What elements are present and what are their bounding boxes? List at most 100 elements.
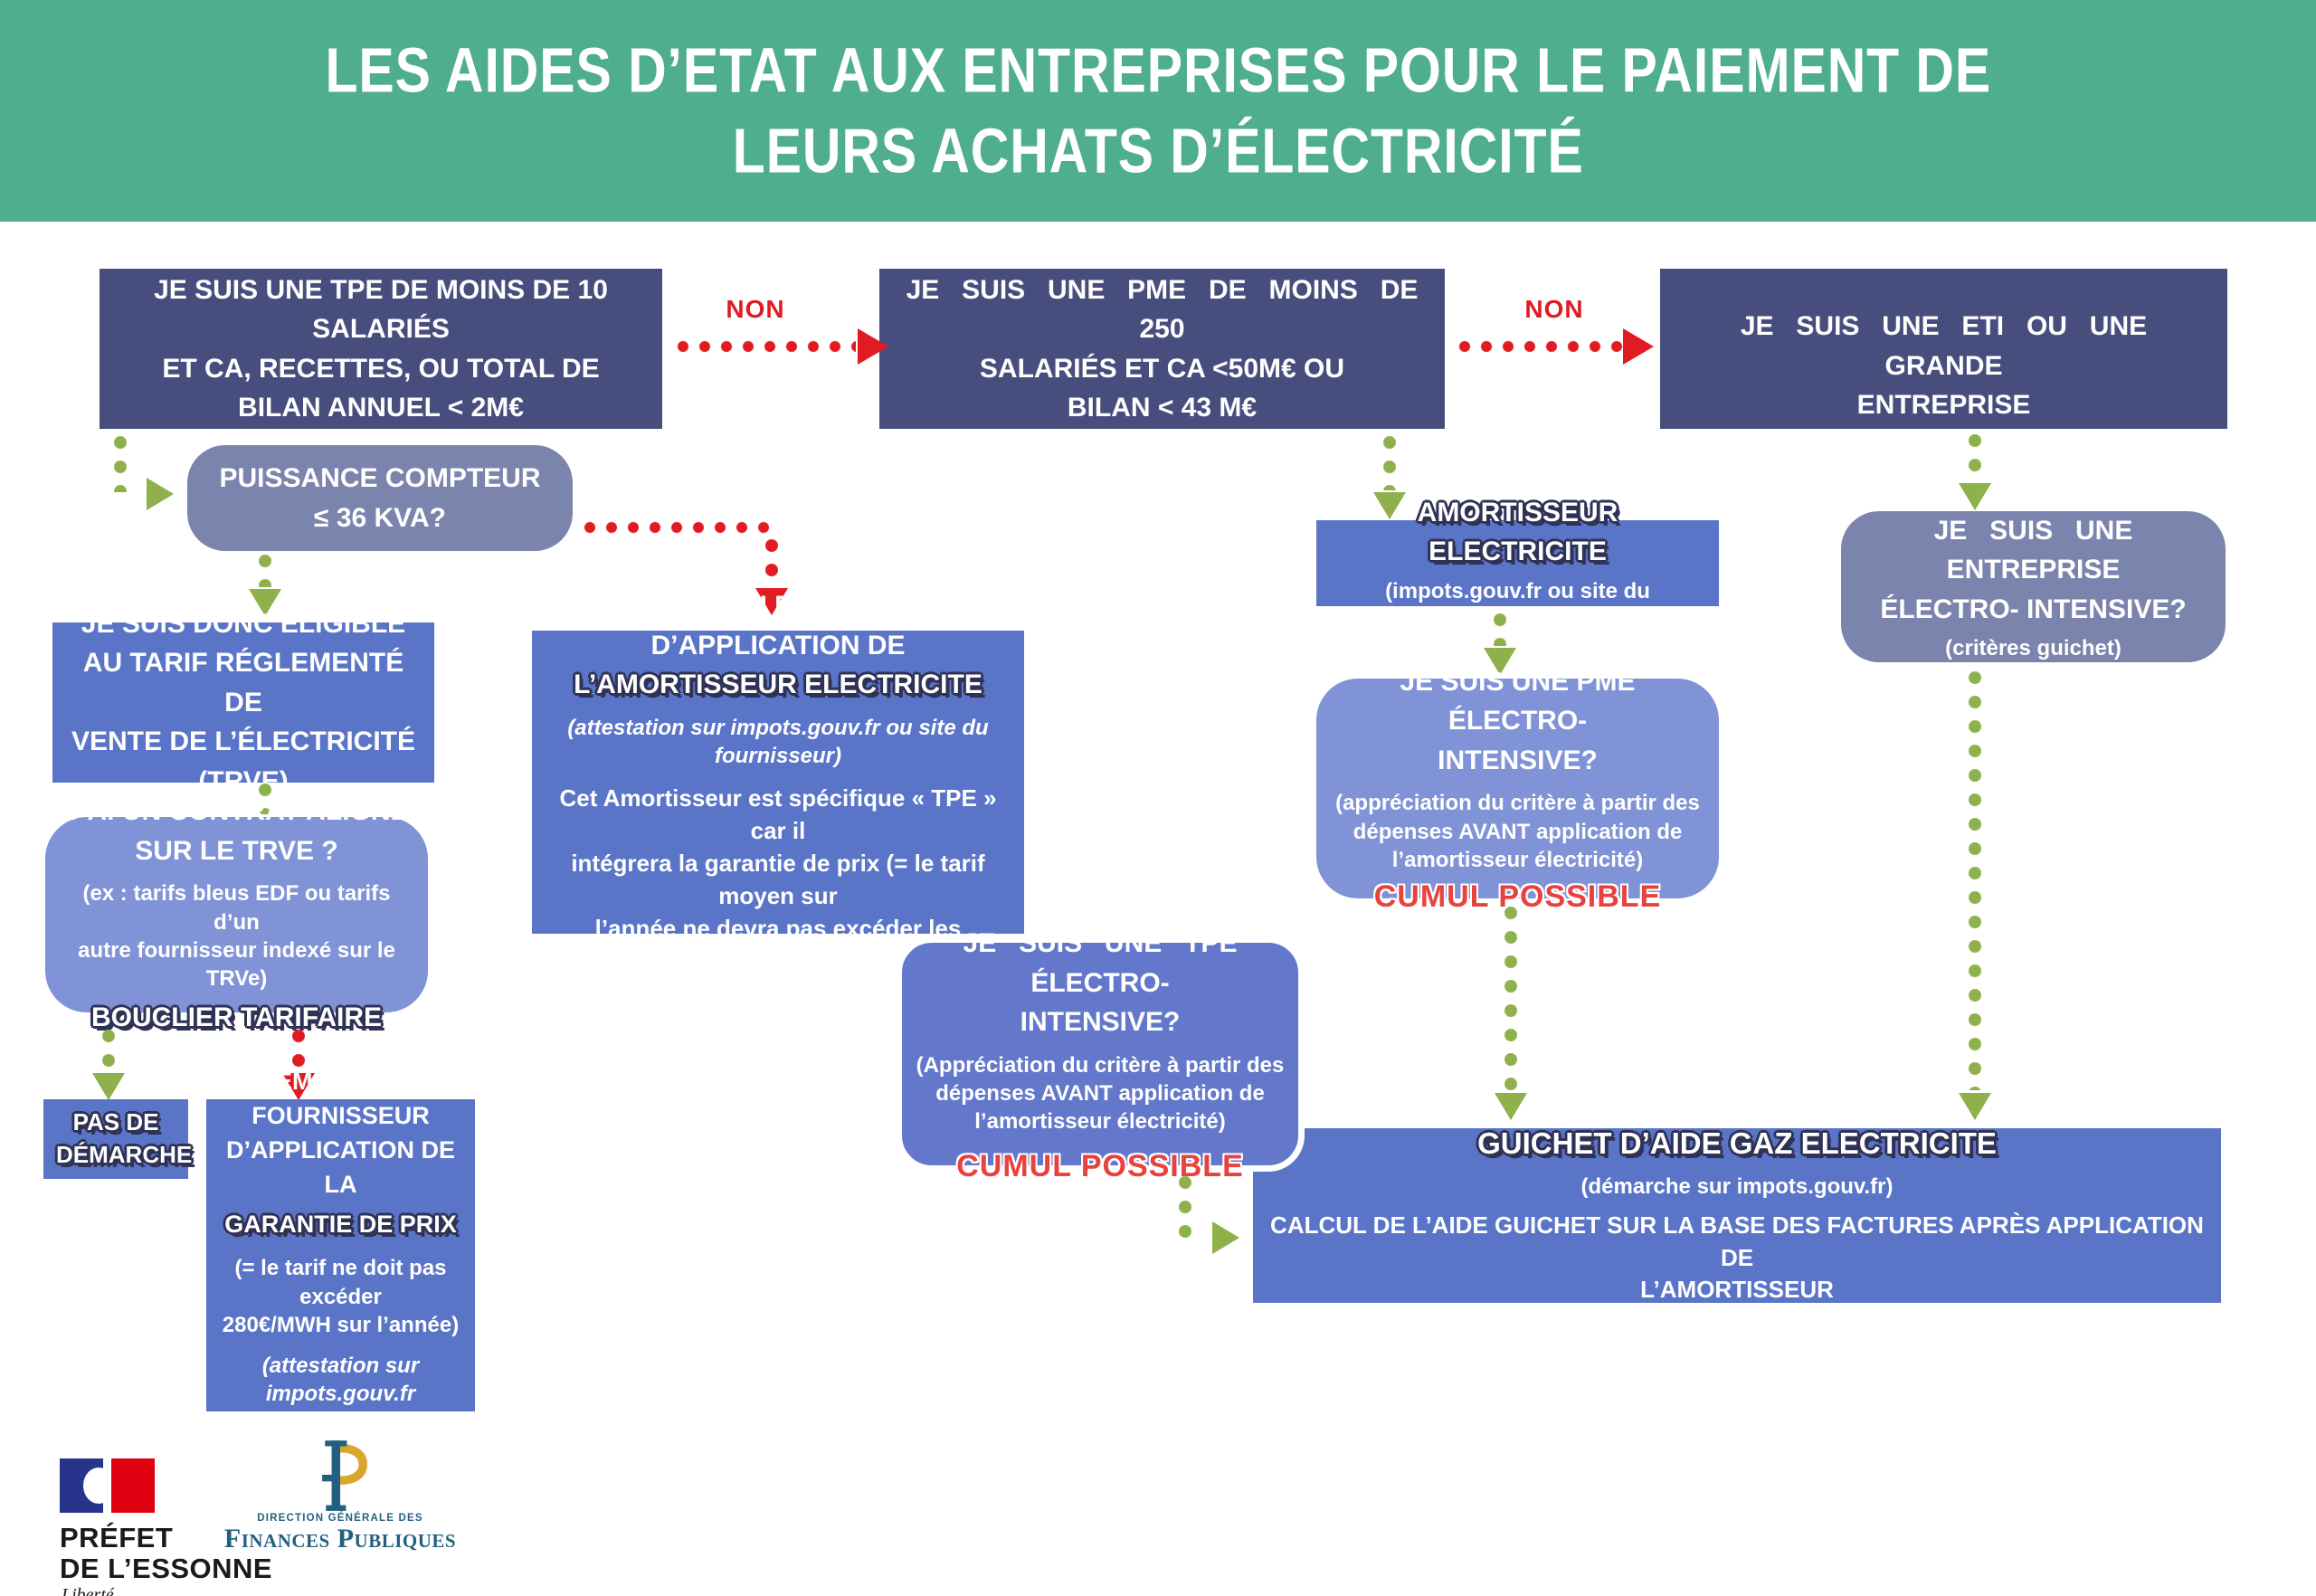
- text-line: JE SUIS DONC ÉLIGIBLE: [81, 608, 406, 639]
- flow-box-garantie-de-prix: DEMANDE AU FOURNISSEUR D’APPLICATION DE …: [206, 1068, 475, 1443]
- arrow-head-tpe-electro-to-guichet: [1212, 1221, 1239, 1254]
- text-line: 280€/MWH sur l’année): [222, 1312, 460, 1337]
- flag-blue-stripe: [60, 1458, 103, 1513]
- prefet-name-line1: PRÉFET: [60, 1522, 174, 1553]
- flow-box-eti: JE SUIS UNE ETI OU UNE GRANDE ENTREPRISE: [1660, 269, 2227, 429]
- text-line: dépenses AVANT application de: [1353, 819, 1683, 844]
- poster-header: LES AIDES D’ETAT AUX ENTREPRISES POUR LE…: [0, 0, 2316, 222]
- text-line: (TRVE): [198, 765, 289, 796]
- text-line: (ex : tarifs bleus EDF ou tarifs d’un: [82, 881, 391, 935]
- motto-liberte: Liberté: [62, 1585, 114, 1596]
- text-line: JE SUIS UNE TPE ÉLECTRO-: [963, 928, 1238, 998]
- text-line: DÉMARCHE: [56, 1141, 193, 1168]
- arrow-head-to-puissance: [147, 478, 174, 510]
- text-line: dépenses AVANT application de: [935, 1081, 1265, 1107]
- flow-box-puissance: PUISSANCE COMPTEUR ≤ 36 KVA?: [187, 445, 573, 551]
- text-line: J’AI UN CONTRAT ALIGNÉ: [64, 796, 409, 827]
- flow-box-tpe-electro-intensive: JE SUIS UNE TPE ÉLECTRO- INTENSIVE? (App…: [896, 928, 1305, 1183]
- text-line: ET CA, RECETTES, OU TOTAL DE: [162, 353, 600, 384]
- arrow-dots-tpe-electro-down: [1179, 1176, 1191, 1249]
- flow-box-entreprise-electro-intensive: JE SUIS UNE ENTREPRISE ÉLECTRO- INTENSIV…: [1841, 511, 2226, 662]
- arrow-head-pme-electro-to-guichet: [1495, 1093, 1527, 1120]
- arrow-dots-entreprise-down: [1969, 671, 1981, 1090]
- label-non-2: NON: [1524, 295, 1584, 323]
- text-line: (critères guichet): [1945, 636, 2121, 661]
- badge-garantie-de-prix: GARANTIE DE PRIX: [224, 1210, 457, 1238]
- text-line: JE SUIS UNE ENTREPRISE: [1933, 515, 2133, 585]
- text-line: (impots.gouv.fr ou site du fournisseur): [1385, 578, 1650, 632]
- text-line: l’amortisseur électricité): [974, 1109, 1226, 1135]
- dgfip-monogram-icon: [322, 1440, 367, 1511]
- flow-box-demande-amortisseur: DEMANDE AU FOURNISSEUR D’APPLICATION DE …: [532, 591, 1024, 974]
- arrow-dots-non-2: [1458, 340, 1623, 353]
- text-line: ≤ 36 KVA?: [314, 502, 446, 533]
- text-line: l’amortisseur électricité): [1391, 847, 1644, 872]
- arrow-head-to-pme-electro: [1484, 648, 1516, 675]
- text-line: ÉLECTRO- INTENSIVE?: [1880, 594, 2187, 624]
- arrow-dots-pme-electro-down: [1504, 907, 1517, 1090]
- text-line: D’APPLICATION DE LA: [225, 1136, 455, 1198]
- poster-title-line1: LES AIDES D’ETAT AUX ENTREPRISES POUR LE…: [325, 35, 1991, 106]
- text-line: SALARIÉS ET CA <50M€ OU: [979, 353, 1345, 384]
- text-line: (démarche sur impots.gouv.fr): [1580, 1173, 1894, 1199]
- flow-box-eligible-trve: JE SUIS DONC ÉLIGIBLE AU TARIF RÉGLEMENT…: [52, 609, 434, 796]
- text-line: fournisseur): [714, 744, 841, 769]
- arrow-head-to-eligible: [249, 589, 281, 616]
- prefet-name-line2: DE L’ESSONNE: [60, 1553, 273, 1584]
- arrow-head-to-entreprise-electro: [1959, 483, 1991, 510]
- arrow-dots-non-1: [677, 340, 856, 353]
- arrow-dots-puissance-right: [584, 521, 772, 534]
- text-line: INTENSIVE?: [1020, 1007, 1181, 1038]
- text-line: DEMANDE AU: [258, 1068, 423, 1096]
- poster-title-line2: LEURS ACHATS D’ÉLECTRICITÉ: [732, 116, 1584, 186]
- text-line: DEMANDE AU FOURNISSEUR: [584, 591, 973, 622]
- text-line: INTENSIVE?: [1438, 745, 1598, 775]
- dgfip-direction-label: DIRECTION GÉNÉRALE DES: [257, 1513, 423, 1524]
- arrow-dots-eligible-down: [259, 784, 271, 814]
- arrow-dots-pme-down: [1383, 436, 1396, 490]
- text-line: Cet Amortisseur est spécifique « TPE » c…: [559, 784, 997, 845]
- flow-box-tpe: JE SUIS UNE TPE DE MOINS DE 10 SALARIÉS …: [100, 269, 662, 429]
- badge-cumul-possible: CUMUL POSSIBLE: [1373, 879, 1662, 915]
- text-line: JE SUIS UNE TPE DE MOINS DE 10 SALARIÉS: [154, 274, 608, 345]
- text-line: BILAN < 43 M€: [1067, 393, 1258, 423]
- text-line: (Appréciation du critère à partir des: [916, 1052, 1285, 1078]
- text-line: VENTE DE L’ÉLECTRICITÉ: [71, 727, 416, 757]
- text-line: ou site du fournisseur): [223, 1419, 459, 1444]
- text-line: PUISSANCE COMPTEUR: [219, 463, 541, 493]
- text-line: PAS DE: [72, 1108, 159, 1136]
- text-line: autre fournisseur indexé sur le TRVe): [78, 937, 395, 991]
- french-flag-icon: [60, 1458, 161, 1513]
- text-line: JE SUIS UNE PME DE MOINS DE 250: [906, 274, 1419, 345]
- flow-box-contrat-trve: J’AI UN CONTRAT ALIGNÉ SUR LE TRVE ? (ex…: [45, 796, 428, 1032]
- flow-box-pas-de-demarche: PAS DE DÉMARCHE: [43, 1099, 193, 1179]
- arrow-dots-eti-down: [1969, 434, 1981, 481]
- text-line: ENTREPRISE: [1856, 390, 2031, 420]
- arrow-head-entreprise-to-guichet: [1959, 1093, 1991, 1120]
- text-line: BILAN ANNUEL < 2M€: [238, 393, 524, 423]
- badge-amortisseur-electricite: L’AMORTISSEUR ELECTRICITE: [574, 670, 982, 700]
- text-line: JE SUIS UNE ETI OU UNE GRANDE: [1740, 311, 2148, 381]
- arrow-dots-puissance-down: [765, 539, 778, 586]
- text-line: (attestation sur impots.gouv.fr: [261, 1354, 420, 1407]
- dgfip-name: Finances Publiques: [223, 1524, 457, 1553]
- arrow-head-to-garantie: [282, 1073, 315, 1100]
- arrow-dots-tpe-down: [114, 436, 127, 492]
- badge-cumul-possible: CUMUL POSSIBLE: [956, 1148, 1244, 1183]
- flow-box-guichet: GUICHET D’AIDE GAZ ELECTRICITE (démarche…: [1253, 1126, 2221, 1304]
- arrow-head-non-2: [1623, 328, 1654, 365]
- text-line: AU TARIF RÉGLEMENTÉ DE: [82, 648, 404, 717]
- text-line: l’année ne devra pas excéder les 280€/MW…: [594, 914, 962, 974]
- arrow-head-to-pas-demarche: [92, 1073, 125, 1100]
- text-line: JE SUIS UNE PME ÉLECTRO-: [1400, 666, 1636, 736]
- label-non-1: NON: [726, 295, 785, 323]
- arrow-dots-amortisseur-down: [1494, 613, 1506, 646]
- arrow-dots-contrat-green: [102, 1030, 115, 1071]
- flow-box-pme: JE SUIS UNE PME DE MOINS DE 250 SALARIÉS…: [879, 269, 1445, 429]
- text-line: FOURNISSEUR: [252, 1102, 430, 1130]
- text-line: L’AMORTISSEUR: [1640, 1276, 1834, 1304]
- flag-white-stripe: [103, 1458, 111, 1513]
- arrow-head-to-amortisseur: [1373, 492, 1406, 519]
- flow-box-pme-electro-intensive: JE SUIS UNE PME ÉLECTRO- INTENSIVE? (app…: [1316, 667, 1719, 914]
- text-line: (attestation sur impots.gouv.fr ou site …: [567, 715, 989, 740]
